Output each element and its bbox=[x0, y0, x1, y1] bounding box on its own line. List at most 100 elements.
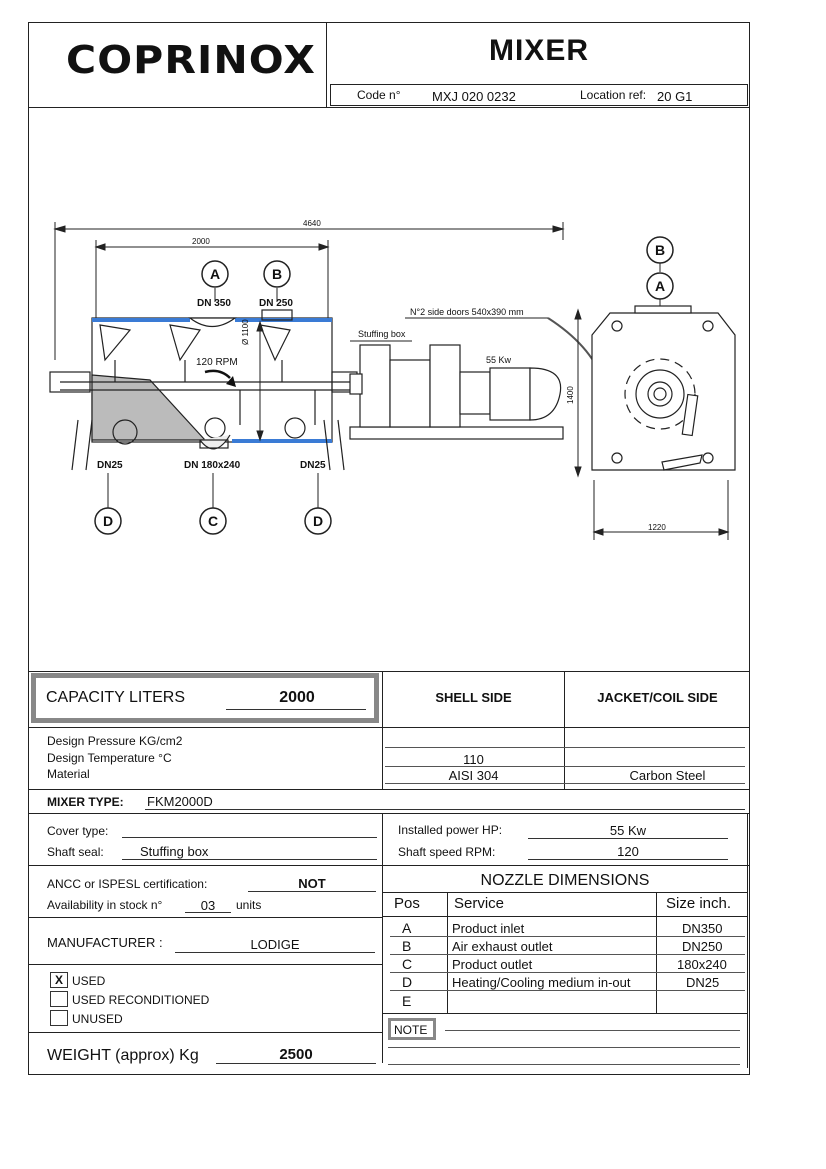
nozzle-row-d-size: DN25 bbox=[686, 975, 720, 990]
nozzle-row-d-pos: D bbox=[402, 974, 413, 990]
weight-top-rule bbox=[28, 1032, 382, 1033]
certification-label: ANCC or ISPESL certification: bbox=[47, 877, 208, 891]
shell-temperature: 110 bbox=[463, 752, 484, 767]
unused-checkbox[interactable] bbox=[50, 1010, 68, 1026]
manufacturer-label: MANUFACTURER : bbox=[47, 935, 163, 950]
shaft-seal-underline bbox=[122, 859, 377, 860]
nozzle-row-rule bbox=[390, 936, 745, 937]
label-motor: 55 Kw bbox=[486, 355, 512, 365]
nozzle-table-bottom-rule bbox=[382, 1013, 747, 1014]
mixer-type-value: FKM2000D bbox=[147, 794, 213, 809]
nozzle-row-c-pos: C bbox=[402, 956, 413, 972]
dim-height: 1400 bbox=[566, 386, 575, 404]
nozzle-header-service: Service bbox=[454, 895, 505, 912]
note-line-2 bbox=[388, 1047, 740, 1048]
mixer-type-top-rule bbox=[28, 789, 750, 790]
nozzle-row-b-size: DN250 bbox=[682, 939, 723, 954]
design-temperature-label: Design Temperature °C bbox=[47, 751, 172, 765]
jacket-side-header: JACKET/COIL SIDE bbox=[597, 690, 718, 705]
label-stuffing-box: Stuffing box bbox=[358, 329, 406, 339]
right-inner-rule bbox=[747, 813, 748, 1068]
certification-underline bbox=[248, 891, 376, 892]
label-outlet-c: DN 180x240 bbox=[184, 460, 241, 471]
capacity-value: 2000 bbox=[279, 689, 315, 706]
note-label: NOTE bbox=[394, 1023, 428, 1037]
capacity-box bbox=[31, 673, 379, 723]
nozzle-header-pos: Pos bbox=[394, 895, 420, 912]
capacity-underline bbox=[226, 709, 366, 710]
stock-label: Availability in stock n° bbox=[47, 898, 163, 912]
location-value: 20 G1 bbox=[657, 89, 693, 104]
company-logo: COPRINOX bbox=[66, 38, 317, 82]
callout-d-left: D bbox=[103, 513, 114, 529]
callout-b-end: B bbox=[655, 242, 666, 258]
nozzle-row-a-pos: A bbox=[402, 920, 412, 936]
capacity-label: CAPACITY LITERS bbox=[46, 689, 185, 706]
cover-top-rule bbox=[28, 813, 750, 814]
nozzle-col-1 bbox=[447, 892, 448, 1013]
nozzle-row-b-service: Air exhaust outlet bbox=[452, 939, 553, 954]
shaft-speed-value: 120 bbox=[617, 844, 639, 859]
unused-label: UNUSED bbox=[72, 1012, 123, 1026]
nozzle-row-c-size: 180x240 bbox=[677, 957, 727, 972]
col-divider-1 bbox=[382, 671, 383, 789]
page-title: MIXER bbox=[488, 34, 589, 67]
installed-power-label: Installed power HP: bbox=[398, 823, 503, 837]
nozzle-header-size: Size inch. bbox=[666, 895, 732, 912]
dim-overall: 4640 bbox=[303, 219, 321, 228]
nozzle-row-a-service: Product inlet bbox=[452, 921, 525, 936]
nozzle-row-d-service: Heating/Cooling medium in-out bbox=[452, 975, 631, 990]
nozzle-row-e-pos: E bbox=[402, 993, 412, 1009]
dim-section: 2000 bbox=[192, 237, 210, 246]
installed-power-underline bbox=[528, 838, 728, 839]
stock-units: units bbox=[236, 898, 262, 912]
nozzle-title-rule bbox=[382, 892, 747, 893]
shaft-seal-label: Shaft seal: bbox=[47, 845, 104, 859]
weight-value: 2500 bbox=[279, 1046, 313, 1063]
mixer-drawing bbox=[49, 222, 736, 540]
material-label: Material bbox=[47, 767, 90, 781]
weight-label: WEIGHT (approx) Kg bbox=[47, 1047, 199, 1064]
nozzle-row-b-pos: B bbox=[402, 938, 412, 954]
header-divider bbox=[326, 22, 327, 108]
location-label: Location ref: bbox=[580, 88, 647, 102]
dim-width: 1220 bbox=[648, 523, 666, 532]
design-pressure-label: Design Pressure KG/cm2 bbox=[47, 734, 183, 748]
stock-underline bbox=[185, 912, 231, 913]
used-checkbox[interactable]: X bbox=[50, 972, 68, 988]
code-label: Code n° bbox=[357, 88, 401, 102]
table-top-rule bbox=[28, 671, 750, 672]
lower-divider bbox=[382, 813, 383, 1063]
label-side-doors: N°2 side doors 540x390 mm bbox=[410, 307, 524, 317]
note-line-1 bbox=[445, 1030, 740, 1031]
shaft-speed-label: Shaft speed RPM: bbox=[398, 845, 496, 859]
mixer-type-underline bbox=[145, 809, 745, 810]
shaft-seal-value: Stuffing box bbox=[140, 844, 209, 859]
label-outlet-d-right: DN25 bbox=[300, 460, 326, 471]
cover-type-underline bbox=[122, 837, 377, 838]
reconditioned-checkbox[interactable] bbox=[50, 991, 68, 1007]
installed-power-value: 55 Kw bbox=[609, 823, 647, 838]
label-outlet-d-left: DN25 bbox=[97, 460, 123, 471]
callout-b: B bbox=[272, 266, 283, 282]
nozzle-row-c-service: Product outlet bbox=[452, 957, 533, 972]
stock-value: 03 bbox=[200, 898, 216, 913]
callout-d-right: D bbox=[313, 513, 324, 529]
label-inlet-a: DN 350 bbox=[197, 298, 231, 309]
note-line-3 bbox=[388, 1064, 740, 1065]
condition-top-rule bbox=[28, 964, 382, 965]
shell-material: AISI 304 bbox=[448, 768, 499, 783]
temperature-rule bbox=[385, 766, 745, 767]
pressure-rule bbox=[385, 747, 745, 748]
design-top-rule bbox=[28, 727, 750, 728]
label-rpm: 120 RPM bbox=[196, 357, 238, 368]
callout-a: A bbox=[210, 266, 221, 282]
nozzle-row-rule bbox=[390, 990, 745, 991]
nozzle-header-rule bbox=[382, 916, 747, 917]
mixer-type-label: MIXER TYPE: bbox=[47, 795, 124, 809]
manufacturer-top-rule bbox=[28, 917, 382, 918]
material-rule bbox=[385, 783, 745, 784]
reconditioned-label: USED RECONDITIONED bbox=[72, 993, 210, 1007]
cert-top-rule bbox=[28, 865, 750, 866]
callout-a-end: A bbox=[655, 278, 666, 294]
